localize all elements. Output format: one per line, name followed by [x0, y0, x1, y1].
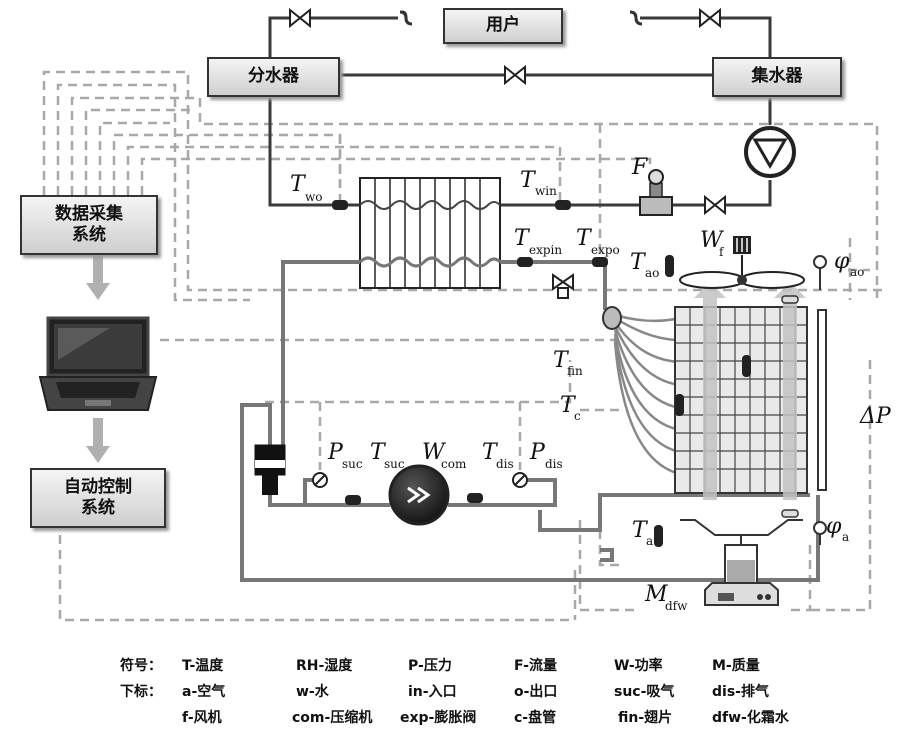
label-t-expin: T — [514, 226, 529, 251]
legend-r1-c0: 符号： — [120, 658, 162, 674]
legend-r2-c5: suc-吸气 — [614, 684, 675, 700]
water-collector-box: 集水器 — [712, 57, 842, 97]
legend-r1-c3: P-压力 — [408, 658, 452, 674]
legend-r1-c5: W-功率 — [614, 658, 663, 674]
label-t-win: T — [520, 168, 535, 193]
legend-r2-c0: 下标： — [120, 684, 162, 700]
data-acquisition-box: 数据采集 系统 — [20, 195, 158, 255]
temperature-sensors — [332, 200, 751, 547]
condensate-collection — [680, 519, 803, 606]
legend-r1-c2: RH-湿度 — [296, 658, 353, 674]
label-phi-a-sub: a — [842, 530, 850, 544]
water-distributor-box: 分水器 — [207, 57, 340, 97]
label-t-expin-sub: expin — [529, 243, 563, 257]
finned-coil — [674, 306, 827, 494]
label-p-suc: P — [328, 440, 343, 465]
label-p-dis: P — [530, 440, 545, 465]
legend-r1-c4: F-流量 — [514, 658, 557, 674]
label-w-f: W — [700, 228, 723, 253]
legend-r3-c4: c-盘管 — [514, 710, 557, 726]
legend-r1-c6: M-质量 — [712, 658, 760, 674]
label-t-expo-sub: expo — [591, 243, 620, 257]
label-p-suc-sub: suc — [342, 457, 363, 471]
label-delta-p: ΔP — [860, 404, 891, 429]
daq-line1: 数据采集 — [55, 203, 123, 224]
legend-r1-c1: T-温度 — [182, 658, 224, 674]
label-t-ao: T — [630, 250, 645, 275]
compressor — [388, 464, 450, 526]
flow-arrows — [86, 255, 110, 463]
legend-r2-c3: in-入口 — [408, 684, 457, 700]
flow-meter — [639, 169, 673, 216]
pressure-gauges — [312, 472, 528, 488]
label-t-c: T — [560, 393, 575, 418]
legend-r2-c2: w-水 — [296, 684, 329, 700]
laptop-icon — [38, 316, 158, 411]
label-phi-ao: φ — [834, 249, 850, 274]
label-p-dis-sub: dis — [545, 457, 563, 471]
label-t-suc: T — [370, 440, 385, 465]
label-t-expo: T — [576, 226, 591, 251]
water-valves — [289, 7, 726, 216]
label-m-dfw: M — [645, 582, 668, 607]
four-way-valve — [254, 444, 286, 495]
label-phi-ao-sub: ao — [850, 265, 865, 279]
label-t-suc-sub: suc — [384, 457, 405, 471]
humidity-sensors — [813, 255, 827, 545]
control-line2: 系统 — [81, 498, 115, 518]
coil-sensors — [781, 295, 799, 518]
label-t-fin: T — [553, 348, 568, 373]
label-w-f-sub: f — [719, 245, 724, 259]
label-t-fin-sub: fin — [567, 364, 583, 378]
label-f: F — [632, 155, 648, 180]
label-t-dis-sub: dis — [496, 457, 514, 471]
distributor-tubes — [613, 313, 681, 476]
daq-line2: 系统 — [72, 225, 106, 245]
fan — [679, 236, 805, 289]
label-t-a: T — [632, 518, 647, 543]
label-phi-a: φ — [826, 514, 842, 539]
auto-control-box: 自动控制 系统 — [30, 468, 166, 528]
label-w-com: W — [422, 440, 445, 465]
label-t-wo: T — [290, 172, 305, 197]
legend-r2-c1: a-空气 — [182, 684, 226, 700]
label-t-ao-sub: ao — [645, 266, 660, 280]
expansion-valve — [552, 273, 574, 299]
legend-r2-c4: o-出口 — [514, 684, 558, 700]
pipe-break-marks — [399, 10, 643, 26]
refrigerant-distributor — [602, 306, 622, 330]
legend-r2-c6: dis-排气 — [712, 684, 769, 700]
label-m-dfw-sub: dfw — [665, 599, 688, 613]
label-t-a-sub: a — [646, 534, 654, 548]
legend-r3-c5: fin-翅片 — [618, 710, 673, 726]
water-loop — [268, 16, 772, 207]
air-flow-arrows — [694, 282, 806, 500]
control-line1: 自动控制 — [64, 476, 132, 497]
water-pump — [744, 126, 796, 178]
plate-heat-exchanger — [358, 177, 502, 289]
label-t-c-sub: c — [574, 409, 581, 423]
label-t-win-sub: win — [535, 184, 557, 198]
legend-r3-c2: com-压缩机 — [292, 710, 373, 726]
label-t-wo-sub: wo — [305, 190, 323, 204]
label-w-com-sub: com — [441, 457, 467, 471]
legend-r3-c3: exp-膨胀阀 — [400, 710, 477, 726]
label-t-dis: T — [482, 440, 497, 465]
legend-r3-c6: dfw-化霜水 — [712, 710, 789, 726]
legend-r3-c1: f-风机 — [182, 710, 222, 726]
user-box: 用户 — [443, 8, 563, 44]
